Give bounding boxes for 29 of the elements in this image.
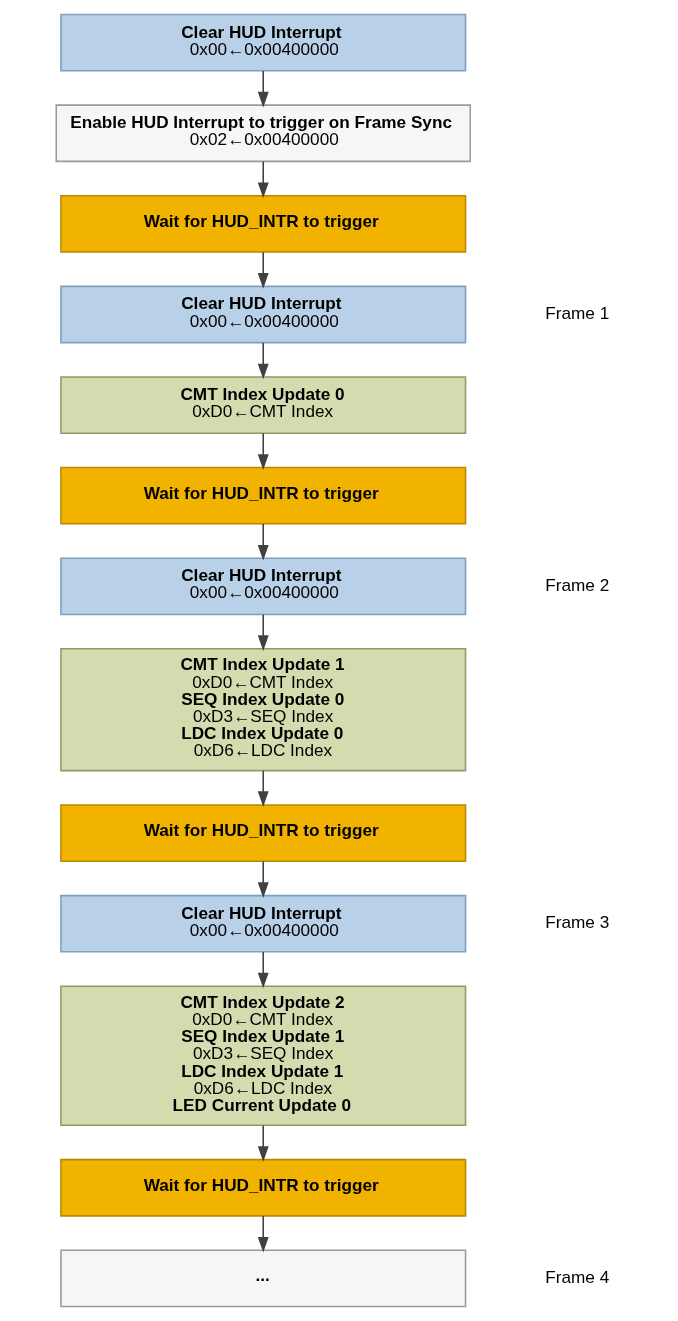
node-box: ... bbox=[60, 1249, 467, 1308]
node-box: Wait for HUD_INTR to trigger bbox=[60, 466, 467, 525]
arrow bbox=[257, 342, 269, 380]
node-box: Enable HUD Interrupt to trigger on Frame Sync 0x02←0x00400000 bbox=[55, 104, 471, 163]
node-box: CMT Index Update 2 0xD0←CMT Index SEQ Index Update 1 0xD3←SEQ Index LDC Index Update 1 0xD6←LDC Index LED Current Update 0 bbox=[60, 985, 467, 1126]
label: Frame 2 bbox=[545, 574, 610, 595]
arrow bbox=[257, 70, 269, 108]
arrow bbox=[257, 1124, 269, 1162]
arrow bbox=[257, 860, 269, 898]
label: Frame 4 bbox=[545, 1266, 610, 1287]
node-box: Clear HUD Interrupt 0x00←0x00400000 bbox=[60, 894, 467, 953]
arrow bbox=[257, 1215, 269, 1253]
node-box: Wait for HUD_INTR to trigger bbox=[60, 804, 467, 862]
node-box: CMT Index Update 0 0xD0←CMT Index bbox=[60, 376, 467, 434]
label: Frame 3 bbox=[545, 912, 610, 933]
node-box: Wait for HUD_INTR to trigger bbox=[60, 195, 467, 253]
arrow bbox=[257, 432, 269, 470]
arrow bbox=[257, 613, 269, 651]
arrow bbox=[257, 160, 269, 199]
arrow bbox=[257, 951, 269, 989]
node-box: Wait for HUD_INTR to trigger bbox=[60, 1158, 467, 1217]
node-box: CMT Index Update 1 0xD0←CMT Index SEQ Index Update 0 0xD3←SEQ Index LDC Index Update 0 0xD6←LDC Index bbox=[60, 648, 467, 772]
node-box: Clear HUD Interrupt 0x00←0x00400000 bbox=[60, 285, 467, 344]
arrow bbox=[257, 523, 269, 561]
label: Frame 1 bbox=[545, 302, 610, 323]
node-box: Clear HUD Interrupt 0x00←0x00400000 bbox=[60, 13, 467, 72]
node-box: Clear HUD Interrupt 0x00←0x00400000 bbox=[60, 557, 467, 616]
arrow bbox=[257, 251, 269, 289]
arrow bbox=[257, 769, 269, 807]
